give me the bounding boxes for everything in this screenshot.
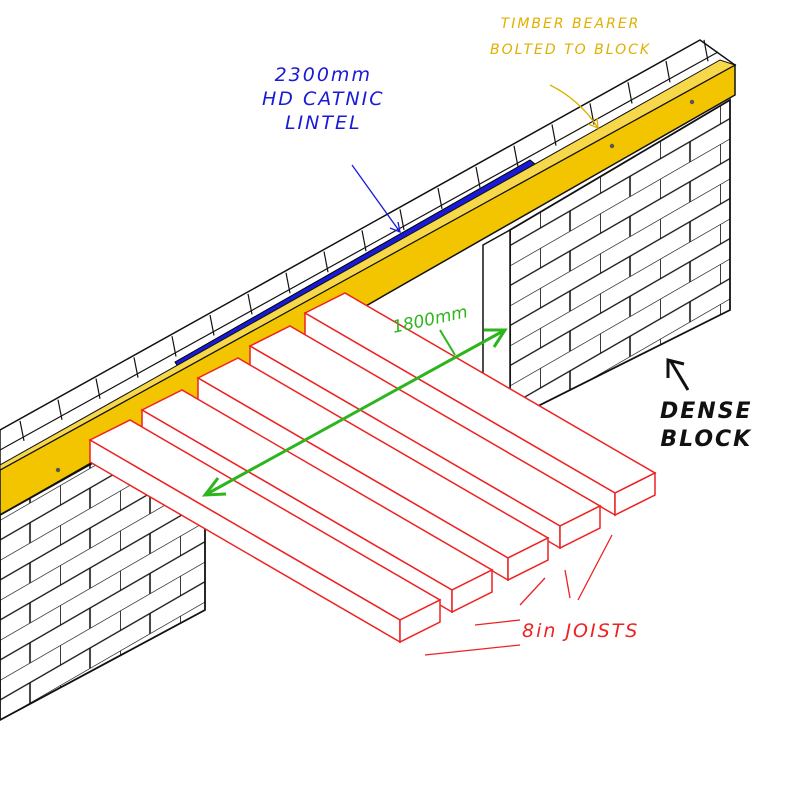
joist <box>303 292 657 517</box>
coping-joint <box>551 124 557 146</box>
coping-joint <box>475 166 481 188</box>
coping-joint <box>285 272 291 294</box>
arrowhead-icon <box>484 328 508 348</box>
coping-joint <box>247 293 253 315</box>
block-label-line: DENSE <box>660 399 753 424</box>
coping-joint <box>627 82 633 104</box>
lintel-leader <box>351 164 401 233</box>
coping-joint <box>57 399 63 420</box>
joist <box>196 357 550 582</box>
joist-face <box>559 504 601 550</box>
joist <box>88 419 442 644</box>
coping-joint <box>703 39 709 62</box>
bearer-label-line: BOLTED TO BLOCK <box>490 41 652 58</box>
joist-leaders <box>424 534 613 656</box>
joist-face <box>507 536 549 582</box>
arrowhead-icon <box>201 477 227 497</box>
coping-joint <box>513 145 519 167</box>
coping-joint <box>95 378 101 399</box>
lintel-arrowhead-icon <box>389 221 401 234</box>
joist-face <box>399 598 441 644</box>
joists-label: 8in JOISTS <box>522 620 640 642</box>
lintel-label-line: HD CATNIC <box>262 87 385 110</box>
joists <box>88 292 657 644</box>
bearer-label: TIMBER BEARER BOLTED TO BLOCK <box>490 16 651 59</box>
coping-joint <box>437 187 443 210</box>
joist-face <box>451 568 493 614</box>
coping-joint <box>133 357 139 378</box>
span-dimension <box>201 328 508 497</box>
coping-joint <box>665 60 671 83</box>
bearer-arrowhead-icon <box>587 117 599 130</box>
lintel-label-line: 2300mm <box>274 64 372 86</box>
coping-joint <box>323 251 329 273</box>
coping-joint <box>399 209 405 231</box>
block-arrow-icon <box>666 358 690 391</box>
coping-joint <box>19 420 25 442</box>
joist-face <box>614 471 656 517</box>
joist <box>248 325 602 550</box>
dense-block-label: DENSE BLOCK <box>660 398 753 453</box>
lintel-label-line: LINTEL <box>284 111 362 134</box>
bearer-leader <box>549 84 599 129</box>
bearer-label-line: TIMBER BEARER <box>500 16 641 32</box>
coping-joint <box>209 314 215 336</box>
block-label-line: BLOCK <box>660 426 753 452</box>
coping-joint <box>361 230 367 252</box>
lintel-label: 2300mm HD CATNIC LINTEL <box>262 64 385 135</box>
coping-joint <box>171 336 177 357</box>
